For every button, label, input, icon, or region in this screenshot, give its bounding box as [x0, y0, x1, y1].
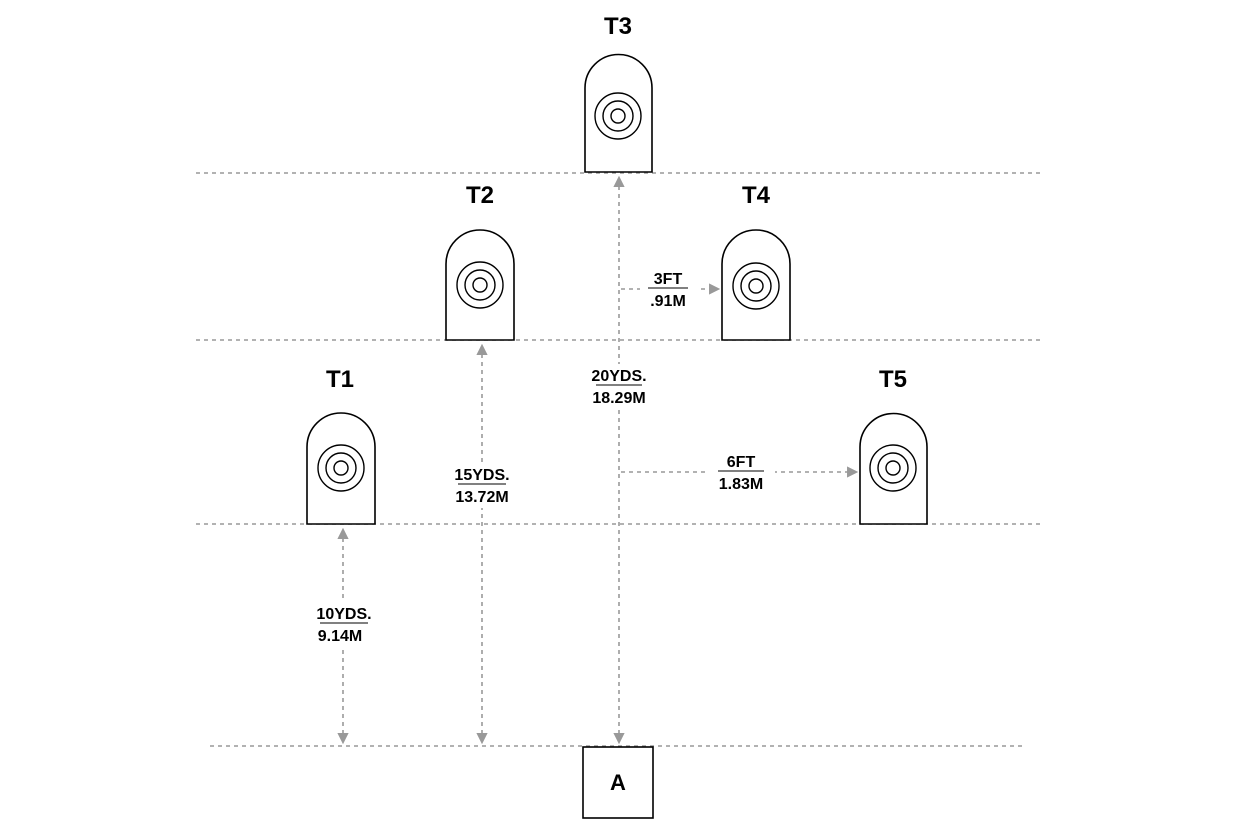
- measurement-6ft: 6FT 1.83M: [718, 454, 764, 493]
- target-t1: T1: [306, 366, 376, 525]
- target-label-t1: T1: [326, 366, 354, 393]
- measurement-20yd: 20YDS. 18.29M: [591, 368, 646, 407]
- shooter-position-a: A: [582, 746, 654, 819]
- bullseye-icon: [317, 444, 365, 492]
- position-label: A: [610, 770, 626, 795]
- measurement-feet: 6FT: [727, 454, 756, 471]
- target-label-t5: T5: [879, 366, 907, 393]
- target-t2: T2: [445, 182, 515, 341]
- bullseye-icon: [869, 444, 917, 492]
- measurement-meters: 1.83M: [719, 476, 763, 493]
- target-t3: T3: [584, 13, 653, 173]
- target-label-t4: T4: [742, 182, 771, 209]
- measurement-meters: 9.14M: [318, 628, 362, 645]
- target-t5: T5: [859, 366, 928, 525]
- bullseye-icon: [594, 92, 642, 140]
- measurement-feet: 3FT: [654, 271, 683, 288]
- measurement-yards: 15YDS.: [454, 467, 509, 484]
- measurement-10yd: 10YDS. 9.14M: [316, 606, 371, 645]
- bullseye-icon: [456, 261, 504, 309]
- measurement-meters: 18.29M: [592, 390, 645, 407]
- measurement-yards: 20YDS.: [591, 368, 646, 385]
- measurement-15yd: 15YDS. 13.72M: [454, 467, 509, 506]
- measurement-meters: 13.72M: [455, 489, 508, 506]
- bullseye-icon: [732, 262, 780, 310]
- measurement-yards: 10YDS.: [316, 606, 371, 623]
- target-label-t3: T3: [604, 13, 632, 40]
- measurement-meters: .91M: [650, 293, 686, 310]
- target-label-t2: T2: [466, 182, 494, 209]
- target-t4: T4: [721, 182, 791, 341]
- measurement-3ft: 3FT .91M: [648, 271, 688, 310]
